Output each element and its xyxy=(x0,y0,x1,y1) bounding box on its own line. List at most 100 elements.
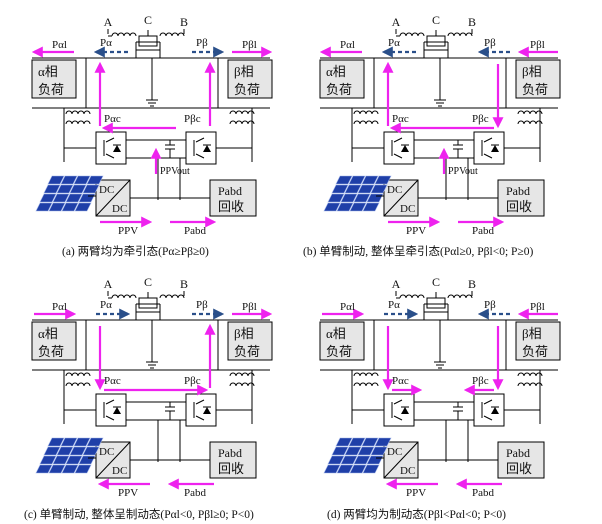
panel-b-beta-converter-collector xyxy=(483,137,493,143)
panel-b-pv-panel-cell xyxy=(370,184,388,194)
panel-d-pv-panel-cell xyxy=(370,446,388,456)
panel-a-alpha-load-line1: α相 xyxy=(38,64,58,79)
panel-d-beta-load xyxy=(515,321,561,361)
panel-a-beta-xfmr-upper-turn xyxy=(235,110,243,115)
panel-b-alpha-xfmr-lower xyxy=(353,120,379,125)
panel-a-terminal-C: C xyxy=(144,13,152,27)
panel-a-xfmr-right-coil xyxy=(159,32,185,37)
panel-b-beta-xfmr-upper-turn xyxy=(529,110,537,115)
panel-b-label-p-pv: PPV xyxy=(406,225,426,237)
panel-b-alpha-xfmr-upper-turn xyxy=(365,110,373,115)
panel-d-terminal-A: A xyxy=(392,277,401,291)
panel-d-xfmr-core xyxy=(426,297,446,309)
caption-a: (a) 两臂均为牵引态(Pα≥Pβ≥0) xyxy=(62,246,209,258)
panel-b-alpha-converter xyxy=(383,131,415,165)
panel-c-beta-converter-box xyxy=(185,393,217,427)
panel-c-xfmr-left-coil-turn xyxy=(123,294,131,299)
panel-a-dcdc-label2: DC xyxy=(112,203,127,215)
panel-b-dcdc-diag xyxy=(383,179,419,217)
panel-d-terminal-C: C xyxy=(432,275,440,289)
panel-b-pv-panel-cell xyxy=(374,175,392,185)
panel-a-alpha-xfmr-lower-turn xyxy=(71,120,79,125)
panel-b-pv-panel-cell xyxy=(340,193,358,203)
panel-c-dcdc-diag xyxy=(95,441,131,479)
panel-b-beta-xfmr-lower xyxy=(517,120,543,125)
panel-d-alpha-converter-box xyxy=(383,393,415,427)
panel-c-pv-panel-cell xyxy=(73,437,91,447)
panel-c-beta-xfmr-lower xyxy=(229,382,255,387)
panel-d-pv-panel-cell xyxy=(331,446,349,456)
panel-c-xfmr-right-coil-turn xyxy=(165,294,173,299)
panel-c-label-p-bl: Pβl xyxy=(242,301,257,313)
panel-b-pv-panel-cell xyxy=(336,202,354,212)
panel-d-pv-panel-cell xyxy=(340,455,358,465)
panel-a-alpha-converter xyxy=(95,131,127,165)
panel-a-pv-panel-cell xyxy=(52,193,70,203)
panel-a-pv-panel-cell xyxy=(61,202,79,212)
panel-c-label-p-al: Pαl xyxy=(52,301,67,313)
panel-d-pv-panel-cell xyxy=(349,464,367,474)
panel-c-pv-panel-cell xyxy=(39,455,57,465)
panel-a-alpha-converter-emitter xyxy=(105,153,115,159)
panel-d-alpha-xfmr-upper-turn xyxy=(365,372,373,377)
panel-c-pv-panel-cell xyxy=(60,437,78,447)
panel-d-beta-xfmr-lower-turn xyxy=(523,382,531,387)
panel-d-pv-panel-cell xyxy=(361,437,379,447)
panel-b-alpha-xfmr-lower-turn xyxy=(359,120,367,125)
panel-a-beta-xfmr-lower-turn xyxy=(235,120,243,125)
panel-b-pv-panel-cell xyxy=(327,193,345,203)
panel-a-beta-load-line1: β相 xyxy=(234,64,254,79)
panel-c-label-p-b: Pβ xyxy=(196,299,208,311)
panel-d-label-p-b: Pβ xyxy=(484,299,496,311)
panel-b-alpha-converter-collector xyxy=(393,137,403,143)
panel-d-alpha-xfmr-lower-turn xyxy=(353,382,361,387)
panel-c-terminal-A: A xyxy=(104,277,113,291)
panel-a-label-p-b: Pβ xyxy=(196,37,208,49)
panel-b-beta-converter-emitter xyxy=(483,153,493,159)
panel-c-beta-converter xyxy=(185,393,217,427)
panel-d-abd-box xyxy=(497,441,545,479)
panel-b-pv-panel-cell xyxy=(361,175,379,185)
panel-b-label-p-abd: Pabd xyxy=(472,225,495,237)
panel-d-xfmr-right-coil xyxy=(447,294,473,299)
panel-c-abd-box-line1: Pabd xyxy=(218,446,242,460)
panel-a-beta-xfmr-lower-turn xyxy=(229,120,237,125)
panel-a-label-p-pvout: PPVout xyxy=(160,166,190,177)
panel-b-pv-panel-cell xyxy=(357,184,375,194)
panel-c-alpha-xfmr-upper xyxy=(65,372,91,377)
panel-c-beta-xfmr-lower-turn xyxy=(241,382,249,387)
panel-d-beta-xfmr-lower-turn xyxy=(529,382,537,387)
panel-b-beta-load-line1: β相 xyxy=(522,64,542,79)
panel-c-beta-xfmr-upper-turn xyxy=(229,372,237,377)
panel-a-pv-panel-cell xyxy=(86,175,104,185)
panel-b-beta-converter-box xyxy=(473,131,505,165)
panel-b-alpha-load-line2: 负荷 xyxy=(326,82,352,97)
panel-d-pv-panel-cell xyxy=(374,437,392,447)
panel-c-beta-converter-emitter xyxy=(195,415,205,421)
panel-a-label-p-bc: Pβc xyxy=(184,113,201,125)
panel-b-beta-xfmr-lower-turn xyxy=(529,120,537,125)
panel-d-beta-converter xyxy=(473,393,505,427)
panel-b-pv-panel xyxy=(323,175,392,212)
panel-c-dcdc-label2: DC xyxy=(112,465,127,477)
panel-d-alpha-xfmr-lower-turn xyxy=(359,382,367,387)
panel-d-dcdc-diag xyxy=(383,441,419,479)
caption-d: (d) 两臂均为制动态(Pβl<Pαl<0; P<0) xyxy=(327,509,506,521)
panel-d-alpha-converter-emitter xyxy=(393,415,403,421)
panel-a-pv-panel-cell xyxy=(47,175,65,185)
panel-a-xfmr-left-coil-turn xyxy=(129,32,137,37)
panel-a-dcdc-label1: DC xyxy=(99,184,114,196)
panel-c-abd-box-line2: 回收 xyxy=(218,461,244,476)
panel-b-xfmr-left-coil-turn xyxy=(417,32,425,37)
panel-d-label-p-a: Pα xyxy=(388,299,400,311)
panel-b-abd-box-line1: Pabd xyxy=(506,184,530,198)
panel-c-alpha-xfmr-upper-turn xyxy=(65,372,73,377)
panel-c-abd-box xyxy=(209,441,257,479)
panel-b-terminal-B: B xyxy=(468,15,476,29)
panel-c-alpha-converter-box xyxy=(95,393,127,427)
panel-a-pv-panel-cell xyxy=(65,193,83,203)
panel-d-pv-panel-cell xyxy=(327,455,345,465)
